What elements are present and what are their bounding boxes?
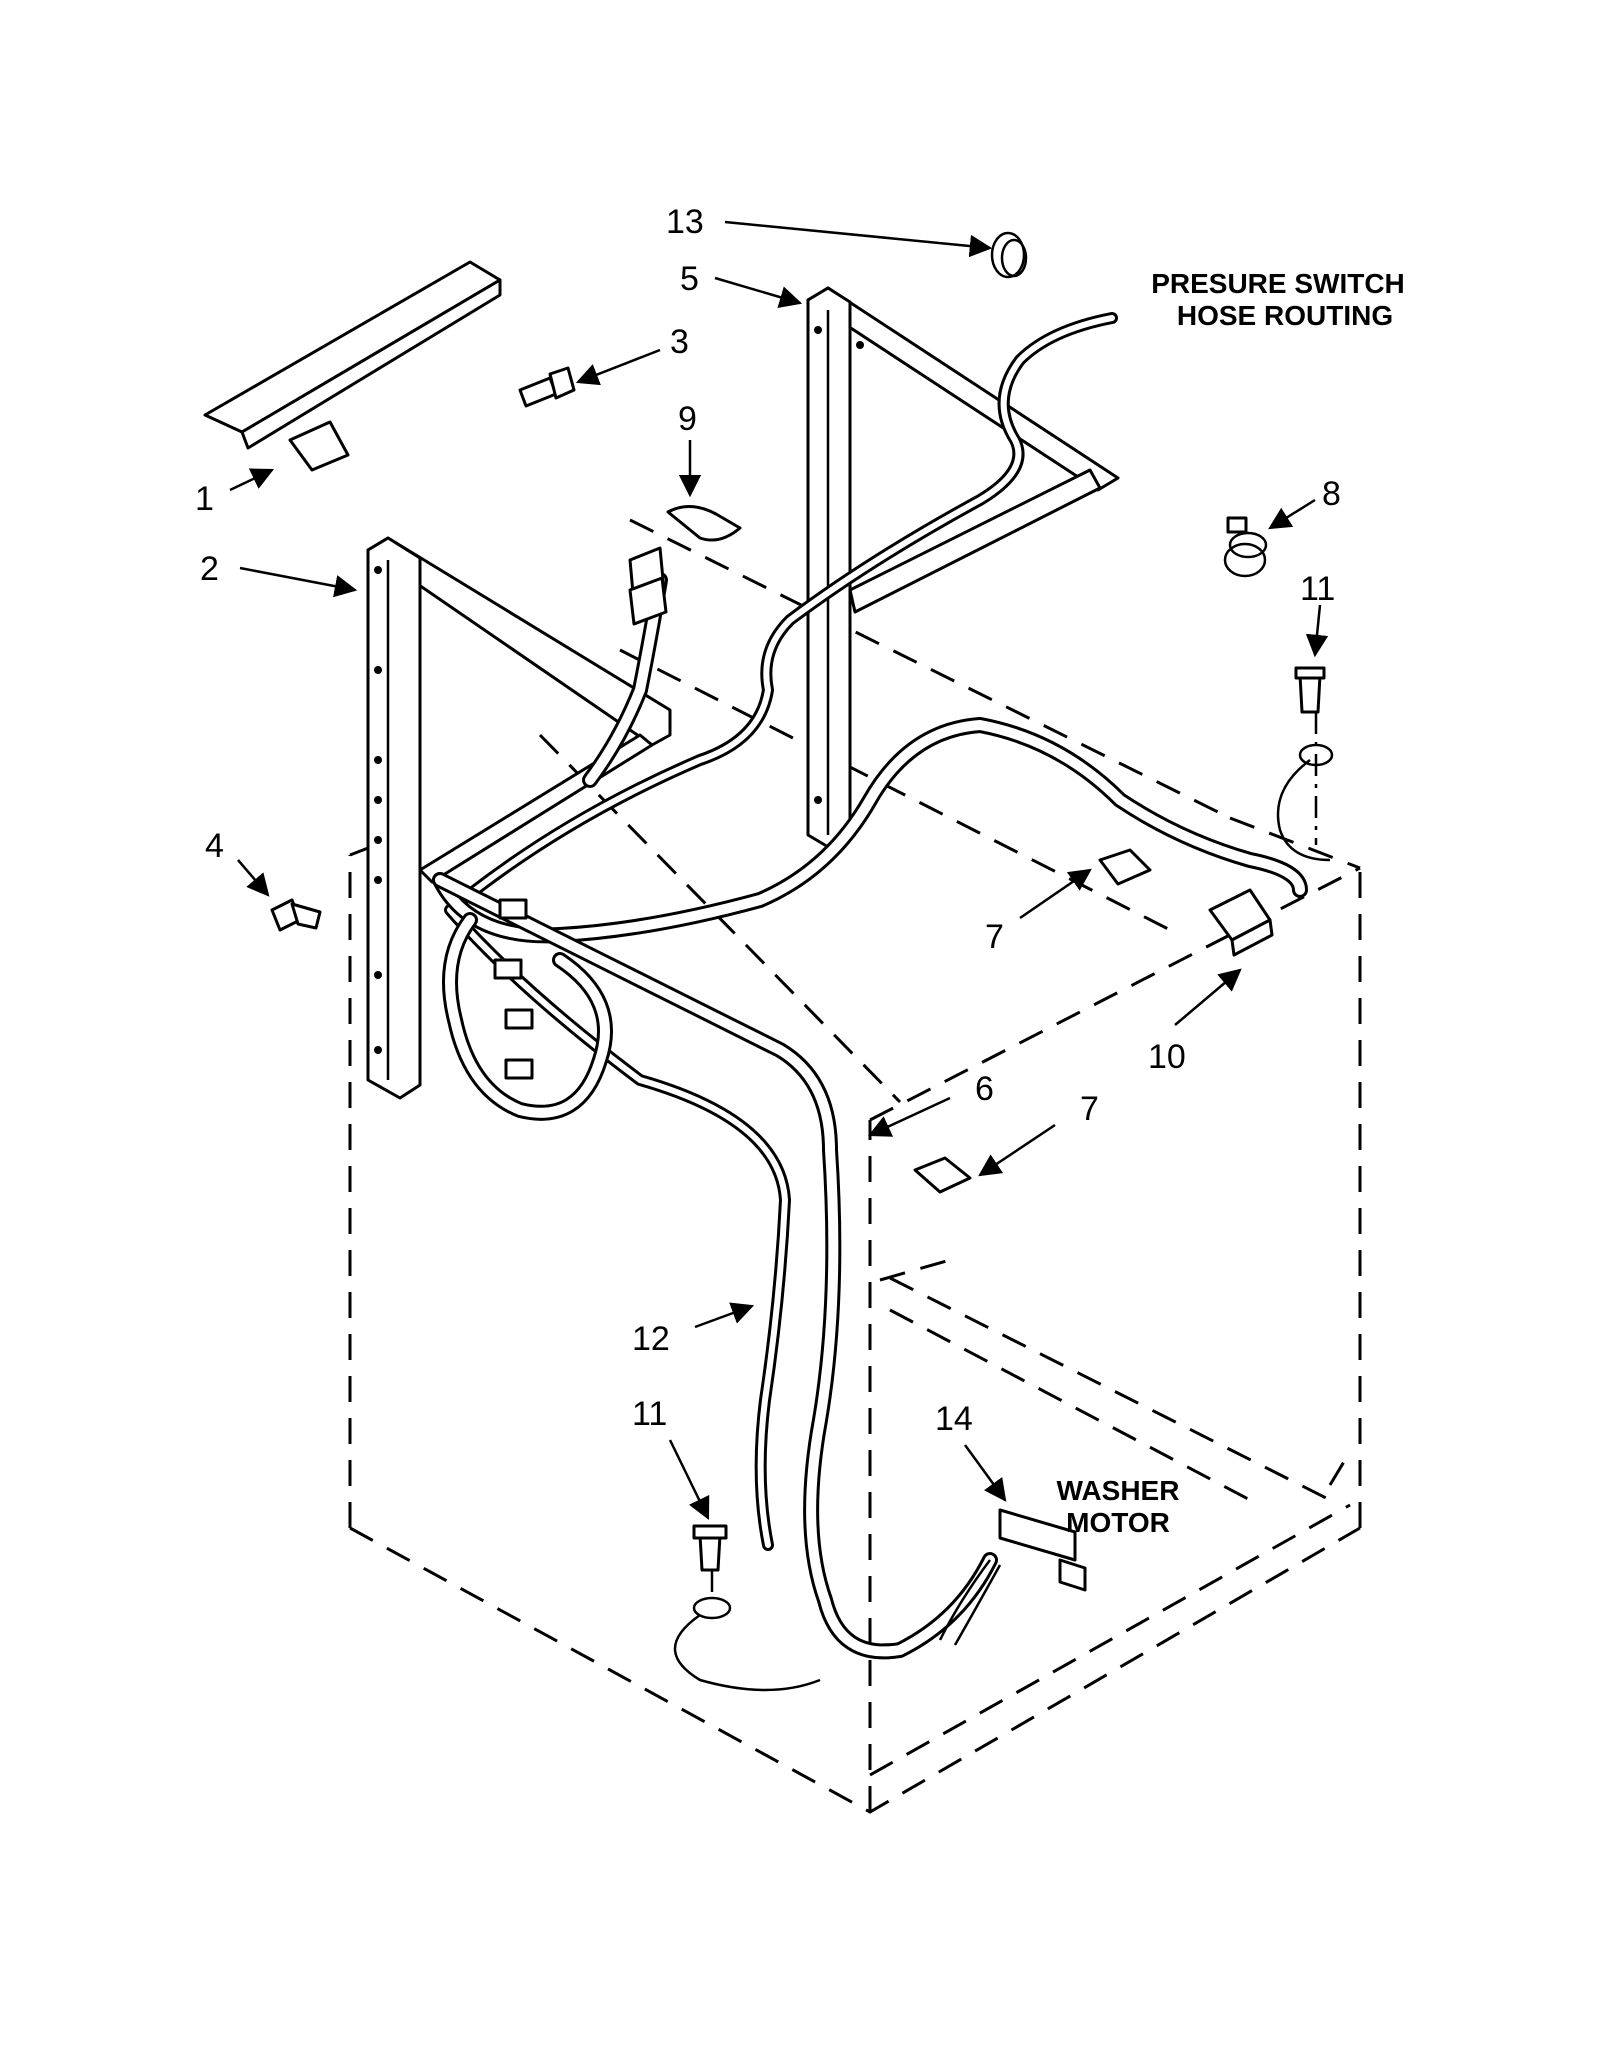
callout-2: 2	[200, 550, 219, 588]
callout-8: 8	[1322, 475, 1341, 513]
note-washer-motor: WASHER MOTOR	[1057, 1475, 1180, 1538]
leader-lines	[229, 220, 1329, 1521]
note-pressure-switch: PRESURE SWITCH HOSE ROUTING	[1151, 268, 1405, 331]
part-13-clamp	[990, 231, 1028, 279]
note-washer-motor-line2: MOTOR	[1066, 1507, 1170, 1538]
note-pressure-switch-line2: HOSE ROUTING	[1177, 300, 1393, 331]
part-9-clip	[666, 505, 742, 542]
part-1-bracket	[203, 260, 502, 472]
callout-labels: 13 5 3 9 1 2 8 11 4 7 10 6 7 12 11 14	[195, 203, 1341, 1438]
callout-4: 4	[205, 827, 224, 865]
callout-11-bottom: 11	[632, 1395, 667, 1433]
part-6-wire-harness	[432, 572, 1308, 1660]
connector-cluster-left	[493, 898, 534, 1080]
part-11-screw-top	[1276, 666, 1334, 862]
callout-3: 3	[670, 323, 689, 361]
part-12-hose	[444, 312, 1118, 1551]
callout-6: 6	[975, 1070, 994, 1108]
callout-7-lower: 7	[1080, 1090, 1099, 1128]
callout-13: 13	[666, 203, 704, 241]
part-3-screw	[518, 366, 576, 408]
part-7-clip-lower	[913, 1156, 972, 1194]
callout-7-upper: 7	[985, 918, 1004, 956]
part-8-hose-clamp	[1223, 516, 1268, 578]
note-washer-motor-line1: WASHER	[1057, 1475, 1180, 1506]
callout-5: 5	[680, 260, 699, 298]
callout-9: 9	[678, 400, 697, 438]
callout-12: 12	[632, 1320, 670, 1358]
part-7-clip-upper	[1098, 848, 1152, 886]
part-11-screw-bottom	[673, 1524, 821, 1692]
cabinet-outline	[348, 518, 1362, 1814]
callout-10: 10	[1148, 1038, 1186, 1076]
part-4-screw	[270, 898, 322, 932]
callout-14: 14	[935, 1400, 973, 1438]
connector-block-top	[628, 546, 668, 626]
callout-11-top: 11	[1300, 570, 1335, 608]
part-14-motor-connector	[938, 1508, 1087, 1646]
part-10-connector	[1208, 888, 1274, 957]
part-5-right-frame	[806, 286, 1120, 850]
callout-1: 1	[195, 480, 214, 518]
note-pressure-switch-line1: PRESURE SWITCH	[1151, 268, 1405, 299]
